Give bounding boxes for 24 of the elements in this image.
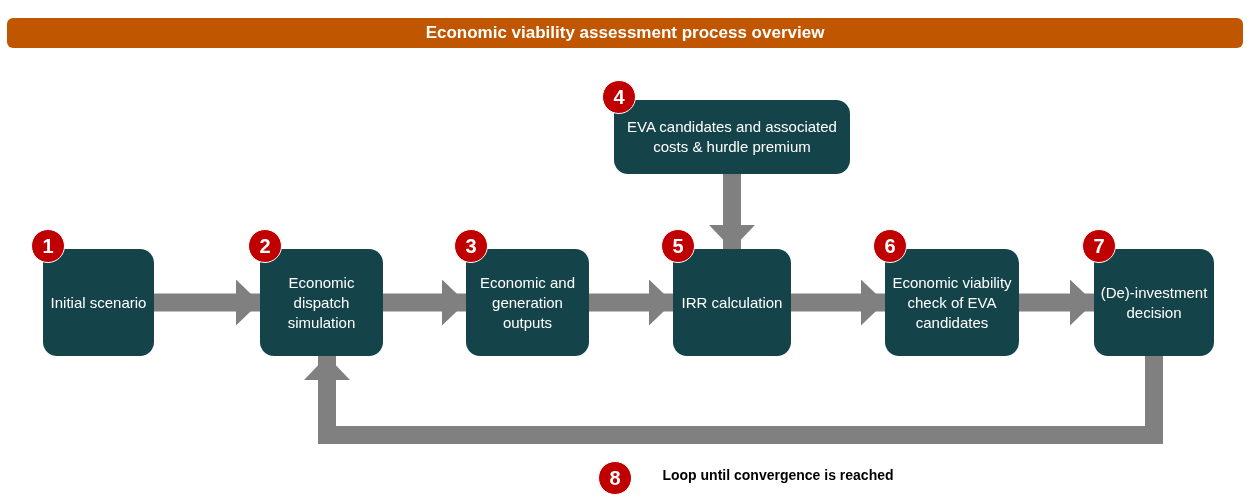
step-number-badge: 7: [1082, 229, 1116, 263]
block-arrow: [1019, 279, 1094, 326]
block-arrow: [791, 279, 885, 326]
step-label: Economic dispatch simulation: [286, 272, 357, 333]
block-arrow: [154, 279, 260, 326]
step-label: Initial scenario: [50, 292, 147, 313]
step-number-badge: 6: [873, 229, 907, 263]
step-number-badge: 3: [454, 229, 488, 263]
block-arrow: [589, 279, 673, 326]
loop-note: Loop until convergence is reached: [661, 466, 895, 484]
step-label: EVA candidates and associated costs & hurdle premium: [626, 117, 838, 157]
step-label: (De)-investment decision: [1100, 282, 1208, 323]
step-number-badge: 1: [31, 229, 65, 263]
step-number-badge: 8: [598, 461, 632, 495]
step-number-badge: 5: [661, 229, 695, 263]
step-label: Economic viability check of EVA candidates: [891, 272, 1013, 333]
step-number-badge: 2: [248, 229, 282, 263]
block-arrow: [709, 174, 755, 249]
block-arrow: [383, 279, 466, 326]
title-banner: Economic viability assessment process overview: [7, 18, 1243, 48]
step-label: Economic and generation outputs: [478, 272, 577, 333]
step-label: IRR calculation: [681, 292, 783, 313]
block-arrow: [304, 356, 1163, 444]
step-number-badge: 4: [602, 80, 636, 114]
